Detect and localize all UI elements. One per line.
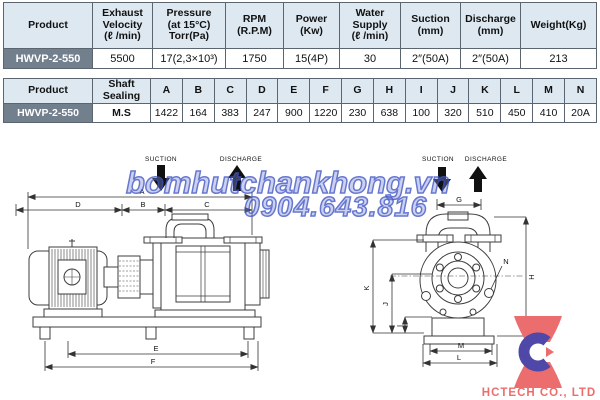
- dim-label-h: H: [527, 274, 536, 279]
- side-view-drawing: SUCTION DISCHARGE: [15, 156, 270, 371]
- column-header: A: [150, 78, 183, 104]
- dim-label-a: A: [139, 187, 144, 196]
- dim-label-c: C: [204, 200, 210, 209]
- value-cell: 2″(50A): [460, 48, 521, 69]
- value-cell: 2″(50A): [400, 48, 461, 69]
- discharge-label-right: DISCHARGE: [465, 156, 508, 163]
- value-cell: 320: [436, 103, 470, 123]
- column-header: L: [500, 78, 534, 104]
- value-cell: 510: [468, 103, 502, 123]
- dim-label-e: E: [153, 344, 158, 353]
- suction-arrow-icon: [152, 165, 170, 191]
- dim-label-k: K: [362, 285, 371, 290]
- logo-shape-bottom: [514, 362, 562, 388]
- column-header: Product: [3, 2, 93, 49]
- end-view-drawing: SUCTION DISCHARGE: [362, 156, 536, 367]
- logo-c-icon: [518, 332, 551, 372]
- column-header: Pressure(at 15°C)Torr(Pa): [152, 2, 226, 49]
- value-cell: 1750: [225, 48, 284, 69]
- dim-label-j: J: [381, 302, 390, 306]
- column-header: C: [213, 78, 247, 104]
- value-cell: 17(2,3×10³): [152, 48, 226, 69]
- dim-label-l: L: [457, 353, 461, 362]
- dim-label-m: M: [458, 341, 464, 350]
- value-cell: 638: [372, 103, 406, 123]
- value-cell: 230: [341, 103, 374, 123]
- value-cell: 213: [520, 48, 597, 69]
- company-logo: HCTECH CO., LTD: [482, 316, 596, 399]
- column-header: K: [468, 78, 502, 104]
- suction-label-left: SUCTION: [145, 156, 177, 163]
- column-header: Suction(mm): [400, 2, 461, 49]
- dim-label-i: I: [395, 325, 404, 327]
- value-cell: 5500: [92, 48, 153, 69]
- suction-arrow-icon: [433, 167, 451, 192]
- value-cell: 410: [532, 103, 565, 123]
- discharge-label-left: DISCHARGE: [220, 156, 263, 163]
- dim-label-d: D: [75, 200, 81, 209]
- dim-label-g: G: [456, 195, 462, 204]
- logo-notch-icon: [546, 347, 554, 357]
- value-cell: 100: [404, 103, 438, 123]
- discharge-arrow-icon: [228, 165, 246, 191]
- product-cell: HWVP-2-550: [3, 103, 93, 123]
- column-header: E: [277, 78, 311, 104]
- suction-label-right: SUCTION: [422, 156, 454, 163]
- dim-label-n: N: [503, 257, 508, 266]
- column-header: B: [181, 78, 215, 104]
- logo-shape-top: [514, 316, 562, 342]
- value-cell: M.S: [92, 103, 151, 123]
- column-header: N: [563, 78, 598, 104]
- column-header: H: [372, 78, 406, 104]
- value-cell: 1220: [309, 103, 343, 123]
- column-header: RPM(R.P.M): [225, 2, 284, 49]
- value-cell: 15(4P): [283, 48, 340, 69]
- column-header: G: [341, 78, 374, 104]
- company-name: HCTECH CO., LTD: [482, 387, 596, 399]
- dim-label-b: B: [140, 200, 145, 209]
- dim-label-f: F: [151, 357, 156, 366]
- column-header: F: [309, 78, 343, 104]
- discharge-arrow-icon: [469, 166, 487, 192]
- value-cell: 20A: [563, 103, 598, 123]
- column-header: Power(Kw): [283, 2, 340, 49]
- value-cell: 164: [181, 103, 215, 123]
- column-header: Weight(Kg): [520, 2, 597, 49]
